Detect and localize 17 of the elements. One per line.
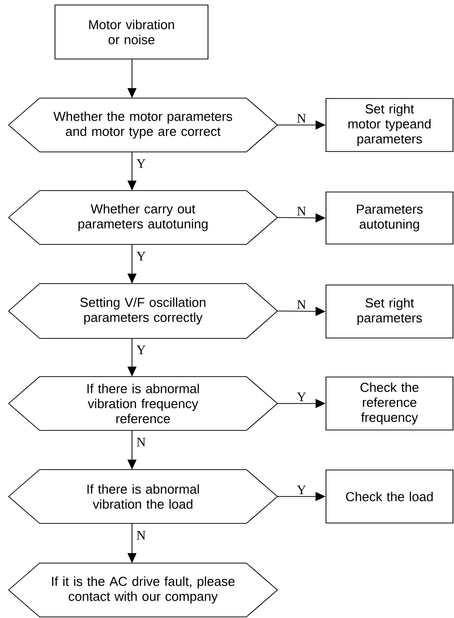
process-box: Parameters autotuning xyxy=(326,192,454,244)
edge-label: N xyxy=(136,438,146,446)
process-box: Set right parameters xyxy=(326,284,454,338)
edge-label: Y xyxy=(136,346,146,354)
edge-label: Y xyxy=(296,486,306,494)
edge-label: N xyxy=(136,531,146,540)
process-box: Motor vibration or noise xyxy=(54,4,208,60)
edge-label: N xyxy=(297,300,306,309)
process-box: Set right motor typeand parameters xyxy=(326,98,454,152)
process-box: Check the load xyxy=(326,470,454,524)
edge-label: Y xyxy=(136,159,146,168)
edge-label: N xyxy=(297,206,306,216)
edge-label: Y xyxy=(136,252,146,260)
edge-label: N xyxy=(297,114,306,123)
process-box: Check the reference frequency xyxy=(326,376,454,430)
decision-hexagon: Setting V/F oscillation parameters correctly xyxy=(8,283,278,339)
edge-label: Y xyxy=(296,392,306,402)
